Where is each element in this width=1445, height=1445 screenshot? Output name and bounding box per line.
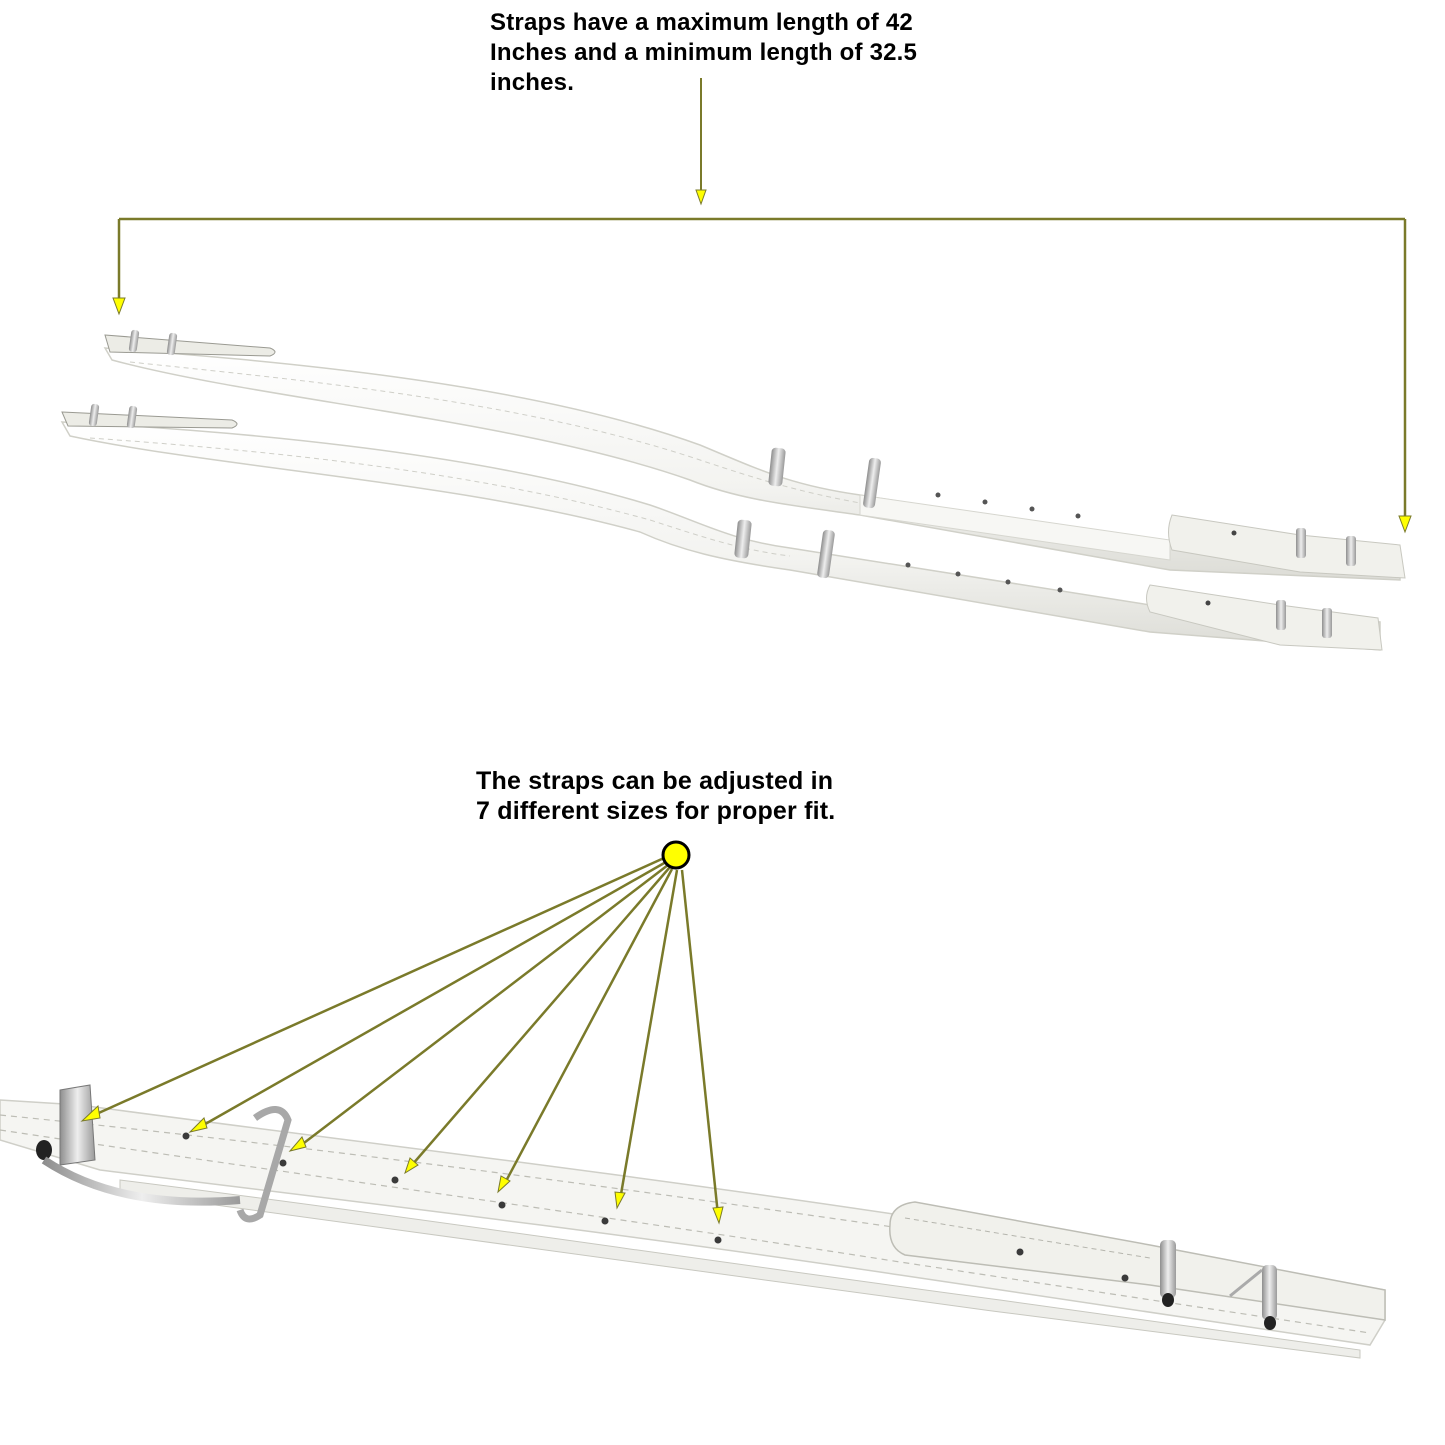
adjust-caption: The straps can be adjusted in 7 differen… [476,767,836,825]
length-bracket [112,78,1412,534]
strap-lower [60,403,1383,651]
strap-closeup [0,1084,1386,1359]
adjustment-holes [182,1132,722,1244]
arrow-heads [80,1104,724,1225]
strap-upper [103,329,1406,581]
callout-marker-dot [661,840,691,870]
length-caption: Straps have a maximum length of 42 Inche… [490,9,918,96]
sizes-callout [80,840,724,1225]
